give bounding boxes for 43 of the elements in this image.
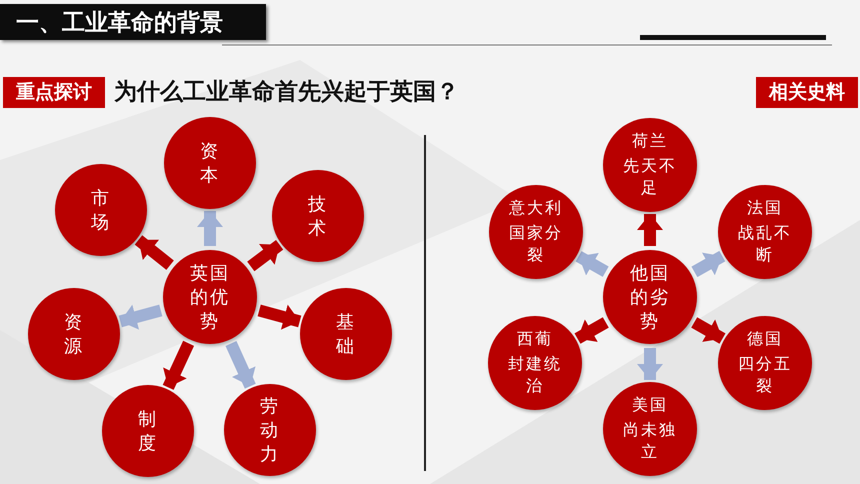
circle-node	[224, 384, 316, 476]
node-text: 意大利	[508, 198, 564, 219]
node-text: 四分五裂	[737, 355, 793, 397]
block-arrow	[162, 340, 194, 390]
node-text: 资本	[199, 140, 221, 187]
block-arrow	[691, 317, 726, 344]
tag-label: 重点探讨	[3, 77, 105, 108]
tag-label: 相关史料	[756, 77, 858, 108]
circle-node	[718, 185, 812, 279]
block-arrow	[197, 211, 223, 246]
block-arrow	[258, 304, 302, 330]
block-arrow	[576, 251, 609, 277]
circle-node	[300, 288, 392, 380]
node-text: 尚未独立	[622, 420, 678, 463]
node-text: 资源	[63, 310, 85, 358]
node-text: 国家分裂	[508, 224, 564, 266]
node-text: 法国	[746, 198, 784, 219]
node-text: 美国	[631, 396, 669, 416]
block-arrow	[226, 341, 256, 389]
node-text: 封建统治	[507, 354, 563, 397]
node-text: 市场	[90, 186, 112, 234]
title-banner: 一、工业革命的背景	[0, 4, 266, 40]
block-arrow	[637, 348, 663, 380]
circle-node	[603, 250, 697, 344]
block-arrow	[637, 214, 663, 246]
circle-node	[489, 185, 583, 279]
node-text: 荷兰	[631, 132, 669, 152]
block-arrow	[134, 235, 174, 270]
block-arrow	[118, 304, 162, 330]
node-text: 他国的劣势	[629, 262, 671, 334]
block-arrow	[247, 240, 284, 272]
node-text: 基础	[335, 310, 357, 358]
node-text: 德国	[746, 330, 784, 350]
node-text: 战乱不断	[737, 224, 793, 266]
node-text: 先天不足	[622, 156, 678, 199]
block-arrow	[691, 250, 726, 278]
node-text: 英国的优势	[189, 262, 231, 334]
block-arrow	[574, 317, 609, 344]
node-text: 劳动力	[259, 394, 281, 466]
node-text: 西葡	[516, 330, 554, 350]
question-text: 为什么工业革命首先兴起于英国？	[114, 78, 459, 106]
node-text: 技术	[307, 192, 329, 240]
node-text: 制度	[137, 408, 159, 455]
